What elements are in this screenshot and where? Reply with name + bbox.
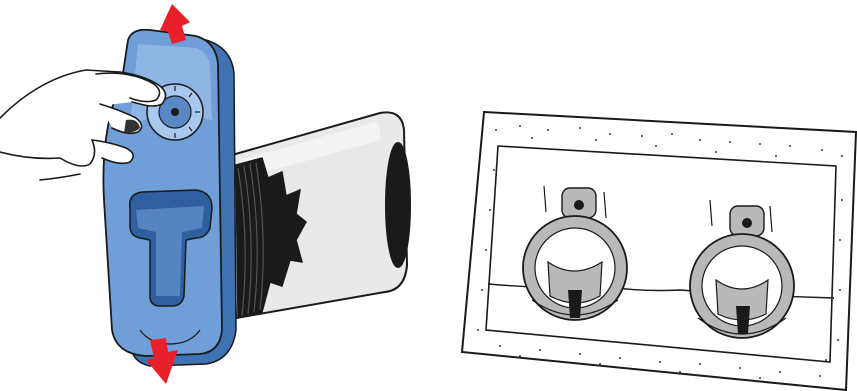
- cross-section-inset: [462, 112, 856, 390]
- cylinder: [232, 112, 410, 318]
